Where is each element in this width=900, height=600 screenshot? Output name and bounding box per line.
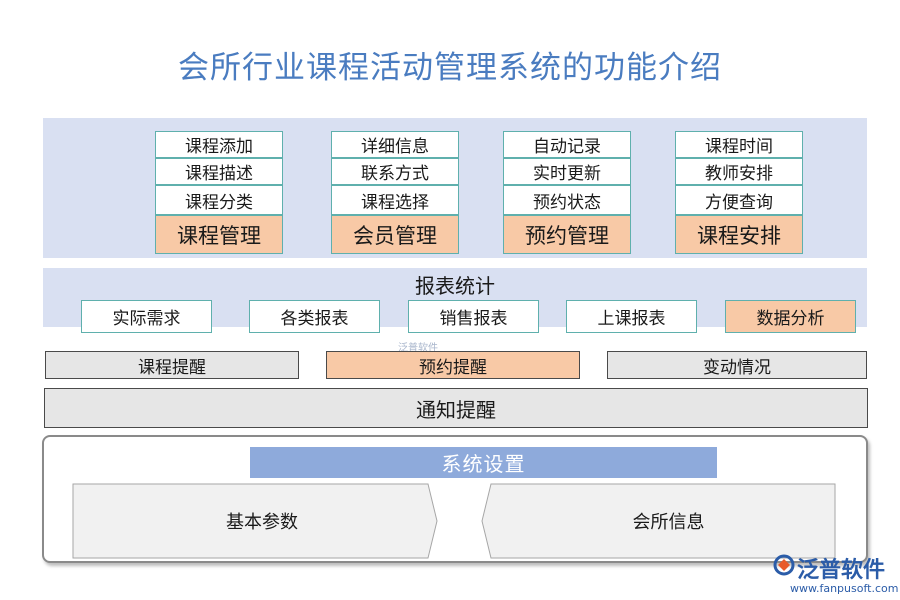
- brand-name: 泛普软件: [797, 558, 886, 583]
- brand-url: www.fanpusoft.com: [790, 582, 899, 595]
- report-item: 销售报表: [408, 300, 539, 333]
- report-item: 上课报表: [566, 300, 697, 333]
- reminder-item: 变动情况: [607, 351, 867, 379]
- reminder-item-highlight: 预约提醒: [326, 351, 580, 379]
- module-item: 教师安排: [675, 158, 803, 185]
- report-item: 实际需求: [81, 300, 212, 333]
- chevron-left-shape: [481, 483, 836, 559]
- watermark: 泛普软件: [398, 343, 438, 354]
- module-item: 实时更新: [503, 158, 631, 185]
- module-head: 预约管理: [503, 215, 631, 254]
- page-title: 会所行业课程活动管理系统的功能介绍: [178, 50, 722, 86]
- brand-logo-icon: [773, 554, 795, 576]
- module-head: 课程管理: [155, 215, 283, 254]
- module-item: 详细信息: [331, 131, 459, 158]
- module-item: 课程描述: [155, 158, 283, 185]
- module-item: 课程添加: [155, 131, 283, 158]
- settings-item-basic-params: 基本参数: [226, 511, 298, 533]
- reports-title: 报表统计: [415, 274, 495, 298]
- module-head: 会员管理: [331, 215, 459, 254]
- module-head: 课程安排: [675, 215, 803, 254]
- module-item: 联系方式: [331, 158, 459, 185]
- module-item: 方便查询: [675, 185, 803, 215]
- chevron-right-shape: [72, 483, 438, 559]
- report-item: 各类报表: [249, 300, 380, 333]
- system-settings-title: 系统设置: [250, 447, 717, 478]
- module-item: 课程时间: [675, 131, 803, 158]
- notice-bar: 通知提醒: [44, 388, 868, 428]
- module-item: 课程选择: [331, 185, 459, 215]
- settings-item-club-info: 会所信息: [632, 511, 705, 533]
- reminder-item: 课程提醒: [45, 351, 299, 379]
- module-item: 自动记录: [503, 131, 631, 158]
- module-item: 预约状态: [503, 185, 631, 215]
- report-item-highlight: 数据分析: [725, 300, 856, 333]
- module-item: 课程分类: [155, 185, 283, 215]
